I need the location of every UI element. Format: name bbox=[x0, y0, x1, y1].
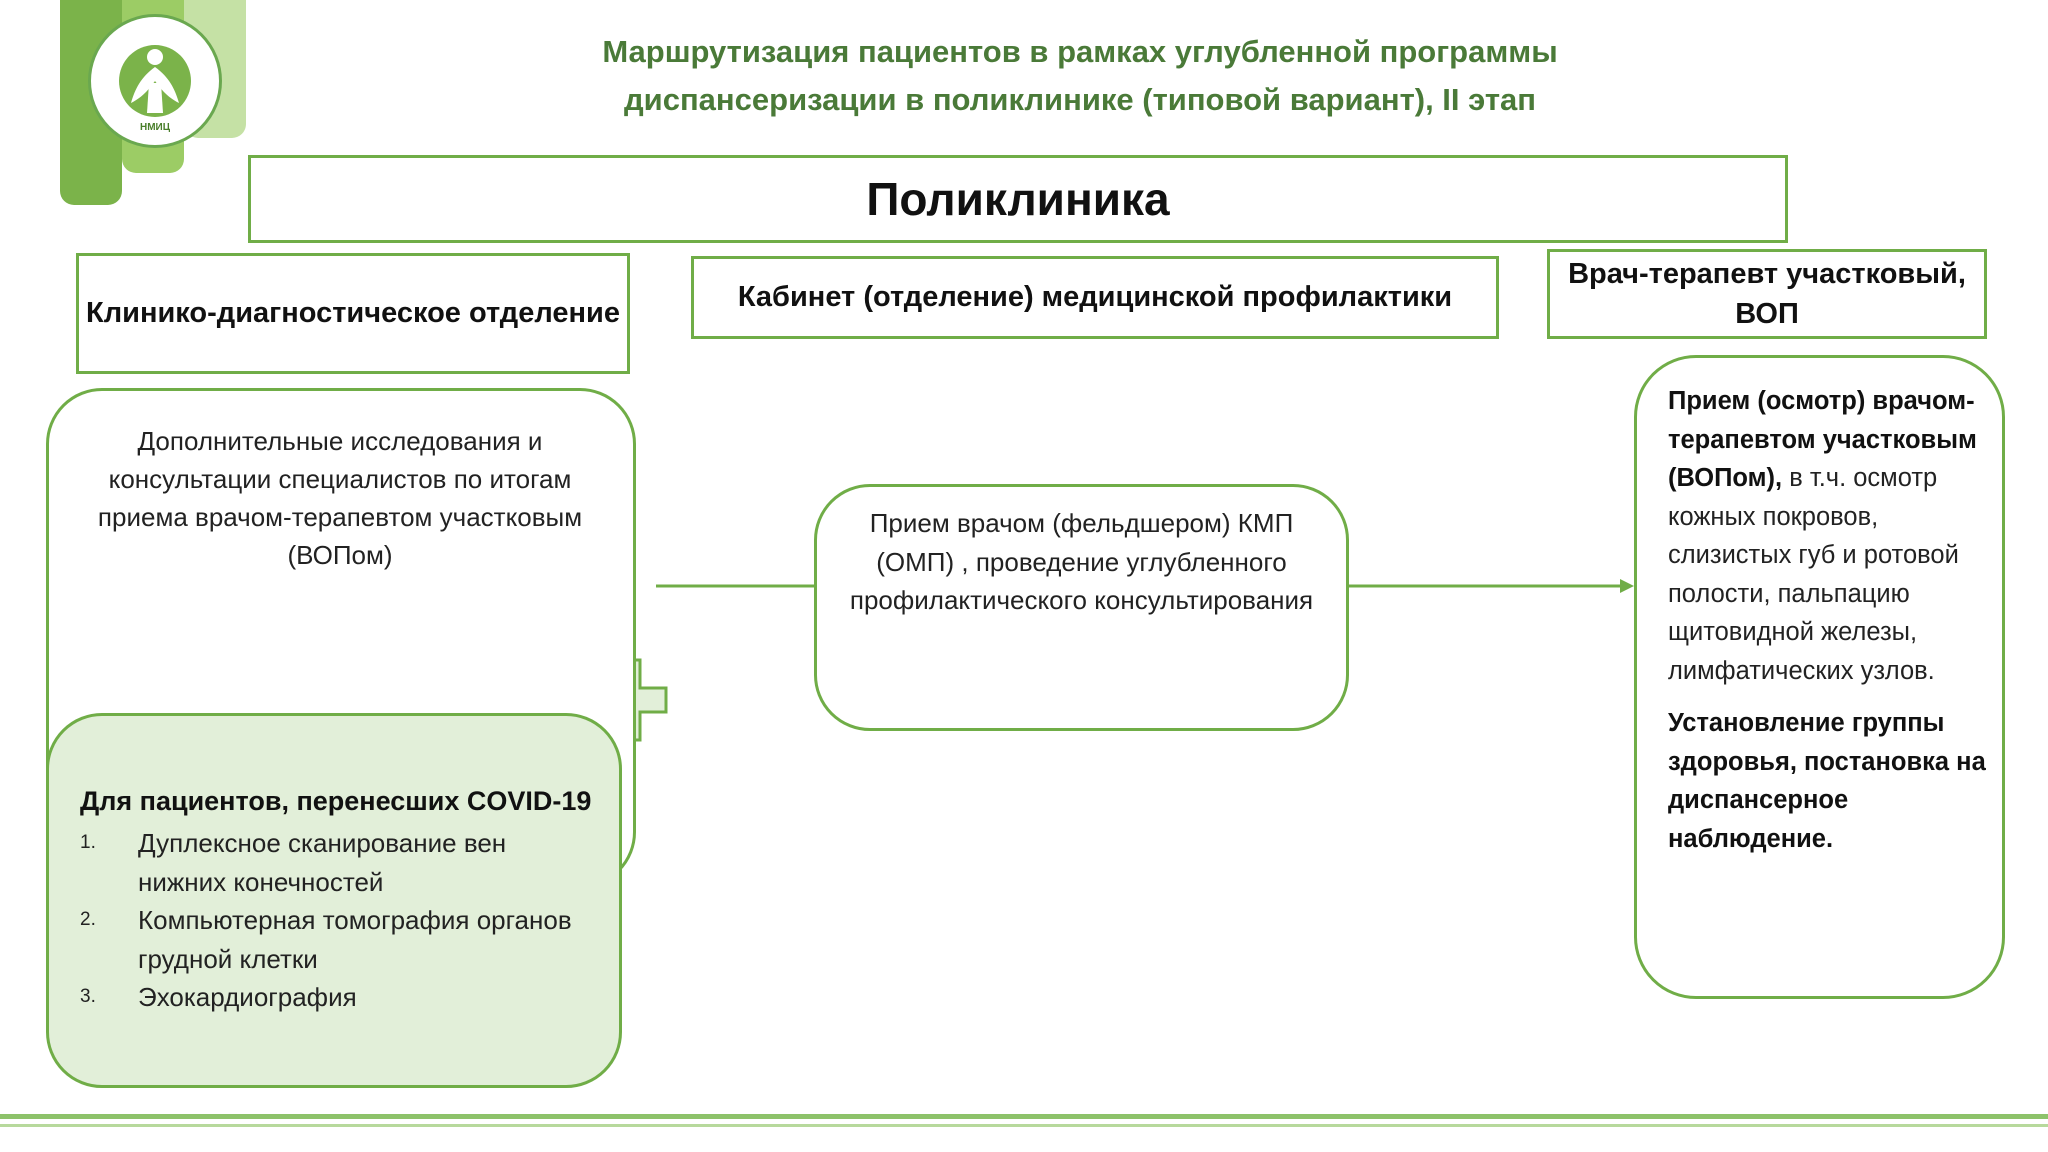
arrowhead-right bbox=[1620, 579, 1634, 593]
list-item-number: 1. bbox=[80, 832, 96, 853]
page-title-line2: диспансеризации в поликлинике (типовой в… bbox=[623, 82, 1537, 117]
page-title: Маршрутизация пациентов в рамках углубле… bbox=[400, 28, 1760, 124]
list-item-text: Эхокардиография bbox=[138, 982, 357, 1012]
list-item: 3. Эхокардиография bbox=[80, 978, 600, 1017]
therapist-header: Врач-терапевт участковый, ВОП bbox=[1547, 249, 1987, 339]
polyclinic-header: Поликлиника bbox=[248, 155, 1788, 243]
logo-emblem: НМИЦ bbox=[88, 14, 222, 148]
therapist-visit-box bbox=[1634, 355, 2005, 999]
prevention-visit-box bbox=[814, 484, 1349, 731]
therapist-visit-paragraph1: Прием (осмотр) врачом-терапевтом участко… bbox=[1668, 382, 1988, 690]
list-item-number: 2. bbox=[80, 909, 96, 930]
list-item: 2. Компьютерная томография органов грудн… bbox=[80, 901, 600, 978]
list-item-text: Компьютерная томография органов грудной … bbox=[138, 905, 572, 974]
logo-caption: НМИЦ bbox=[139, 122, 171, 133]
covid-box-title: Для пациентов, перенесших COVID-19 bbox=[80, 786, 592, 816]
list-item: 1. Дуплексное сканирование вен нижних ко… bbox=[80, 824, 600, 901]
therapist-visit-bold2: Установление группы здоровья, постановка… bbox=[1668, 709, 1986, 853]
bottom-divider-thin bbox=[0, 1124, 2048, 1127]
list-item-text: Дуплексное сканирование вен нижних конеч… bbox=[138, 828, 507, 897]
bottom-divider bbox=[0, 1114, 2048, 1119]
prevention-office: Кабинет (отделение) медицинской профилак… bbox=[691, 256, 1499, 339]
therapist-visit-normal1: в т.ч. осмотр кожных покровов, слизистых… bbox=[1668, 464, 1959, 685]
prevention-visit-text: Прием врачом (фельдшером) КМП (ОМП) , пр… bbox=[849, 508, 1314, 615]
therapist-visit-text: Прием (осмотр) врачом-терапевтом участко… bbox=[1668, 382, 1988, 858]
therapist-visit-bold1: Прием (осмотр) врачом-терапевтом участко… bbox=[1668, 387, 1977, 492]
covid-box bbox=[46, 713, 622, 1088]
list-item-number: 3. bbox=[80, 986, 96, 1007]
page-title-line1: Маршрутизация пациентов в рамках углубле… bbox=[602, 34, 1558, 69]
covid-list: 1. Дуплексное сканирование вен нижних ко… bbox=[80, 824, 600, 1017]
clinical-diagnostic-department: Клинико-диагностическое отделение bbox=[76, 253, 630, 374]
logo-figure-icon bbox=[119, 45, 191, 117]
additional-studies-text: Дополнительные исследования и консультац… bbox=[97, 426, 583, 570]
